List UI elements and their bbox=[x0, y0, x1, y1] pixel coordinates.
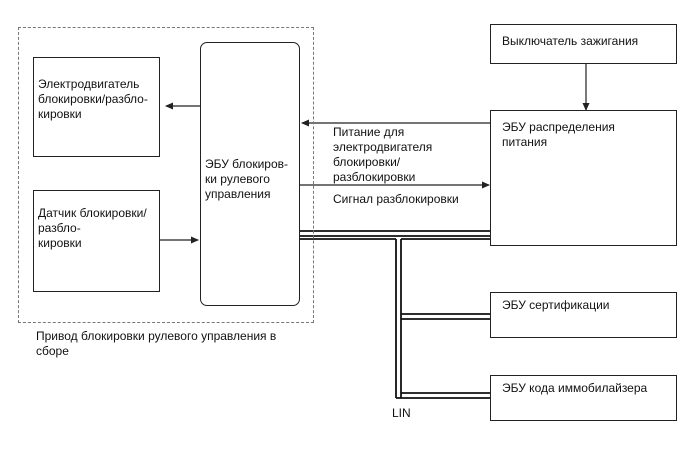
lock-motor-box bbox=[33, 57, 160, 157]
assembly-caption: Привод блокировки рулевого управления в … bbox=[36, 329, 277, 358]
immobilizer-ecu-label: ЭБУ кода иммобилайзера bbox=[502, 381, 648, 395]
power-supply-label: Питание для электродвигателя блокировки/… bbox=[333, 125, 433, 184]
immobilizer-ecu-box bbox=[490, 375, 677, 421]
assembly-frame bbox=[18, 27, 314, 323]
steering-lock-ecu-box bbox=[200, 42, 300, 306]
certification-ecu-box bbox=[490, 292, 677, 338]
lock-sensor-label: Датчик блокировки/ разбло- кировки bbox=[38, 206, 147, 250]
ignition-switch-box bbox=[490, 24, 677, 64]
lock-motor-label: Электродвигатель блокировки/разбло- киро… bbox=[38, 77, 148, 121]
power-distribution-ecu-box bbox=[490, 110, 677, 246]
power-distribution-ecu-label: ЭБУ распределения питания bbox=[502, 120, 615, 149]
certification-ecu-label: ЭБУ сертификации bbox=[502, 298, 610, 312]
lock-sensor-box bbox=[33, 190, 160, 292]
lin-label: LIN bbox=[392, 406, 411, 420]
ignition-switch-label: Выключатель зажигания bbox=[502, 34, 639, 48]
unlock-signal-label: Сигнал разблокировки bbox=[333, 192, 459, 206]
steering-lock-ecu-label: ЭБУ блокиров- ки рулевого управления bbox=[205, 157, 288, 201]
lin-bus bbox=[300, 230, 490, 399]
